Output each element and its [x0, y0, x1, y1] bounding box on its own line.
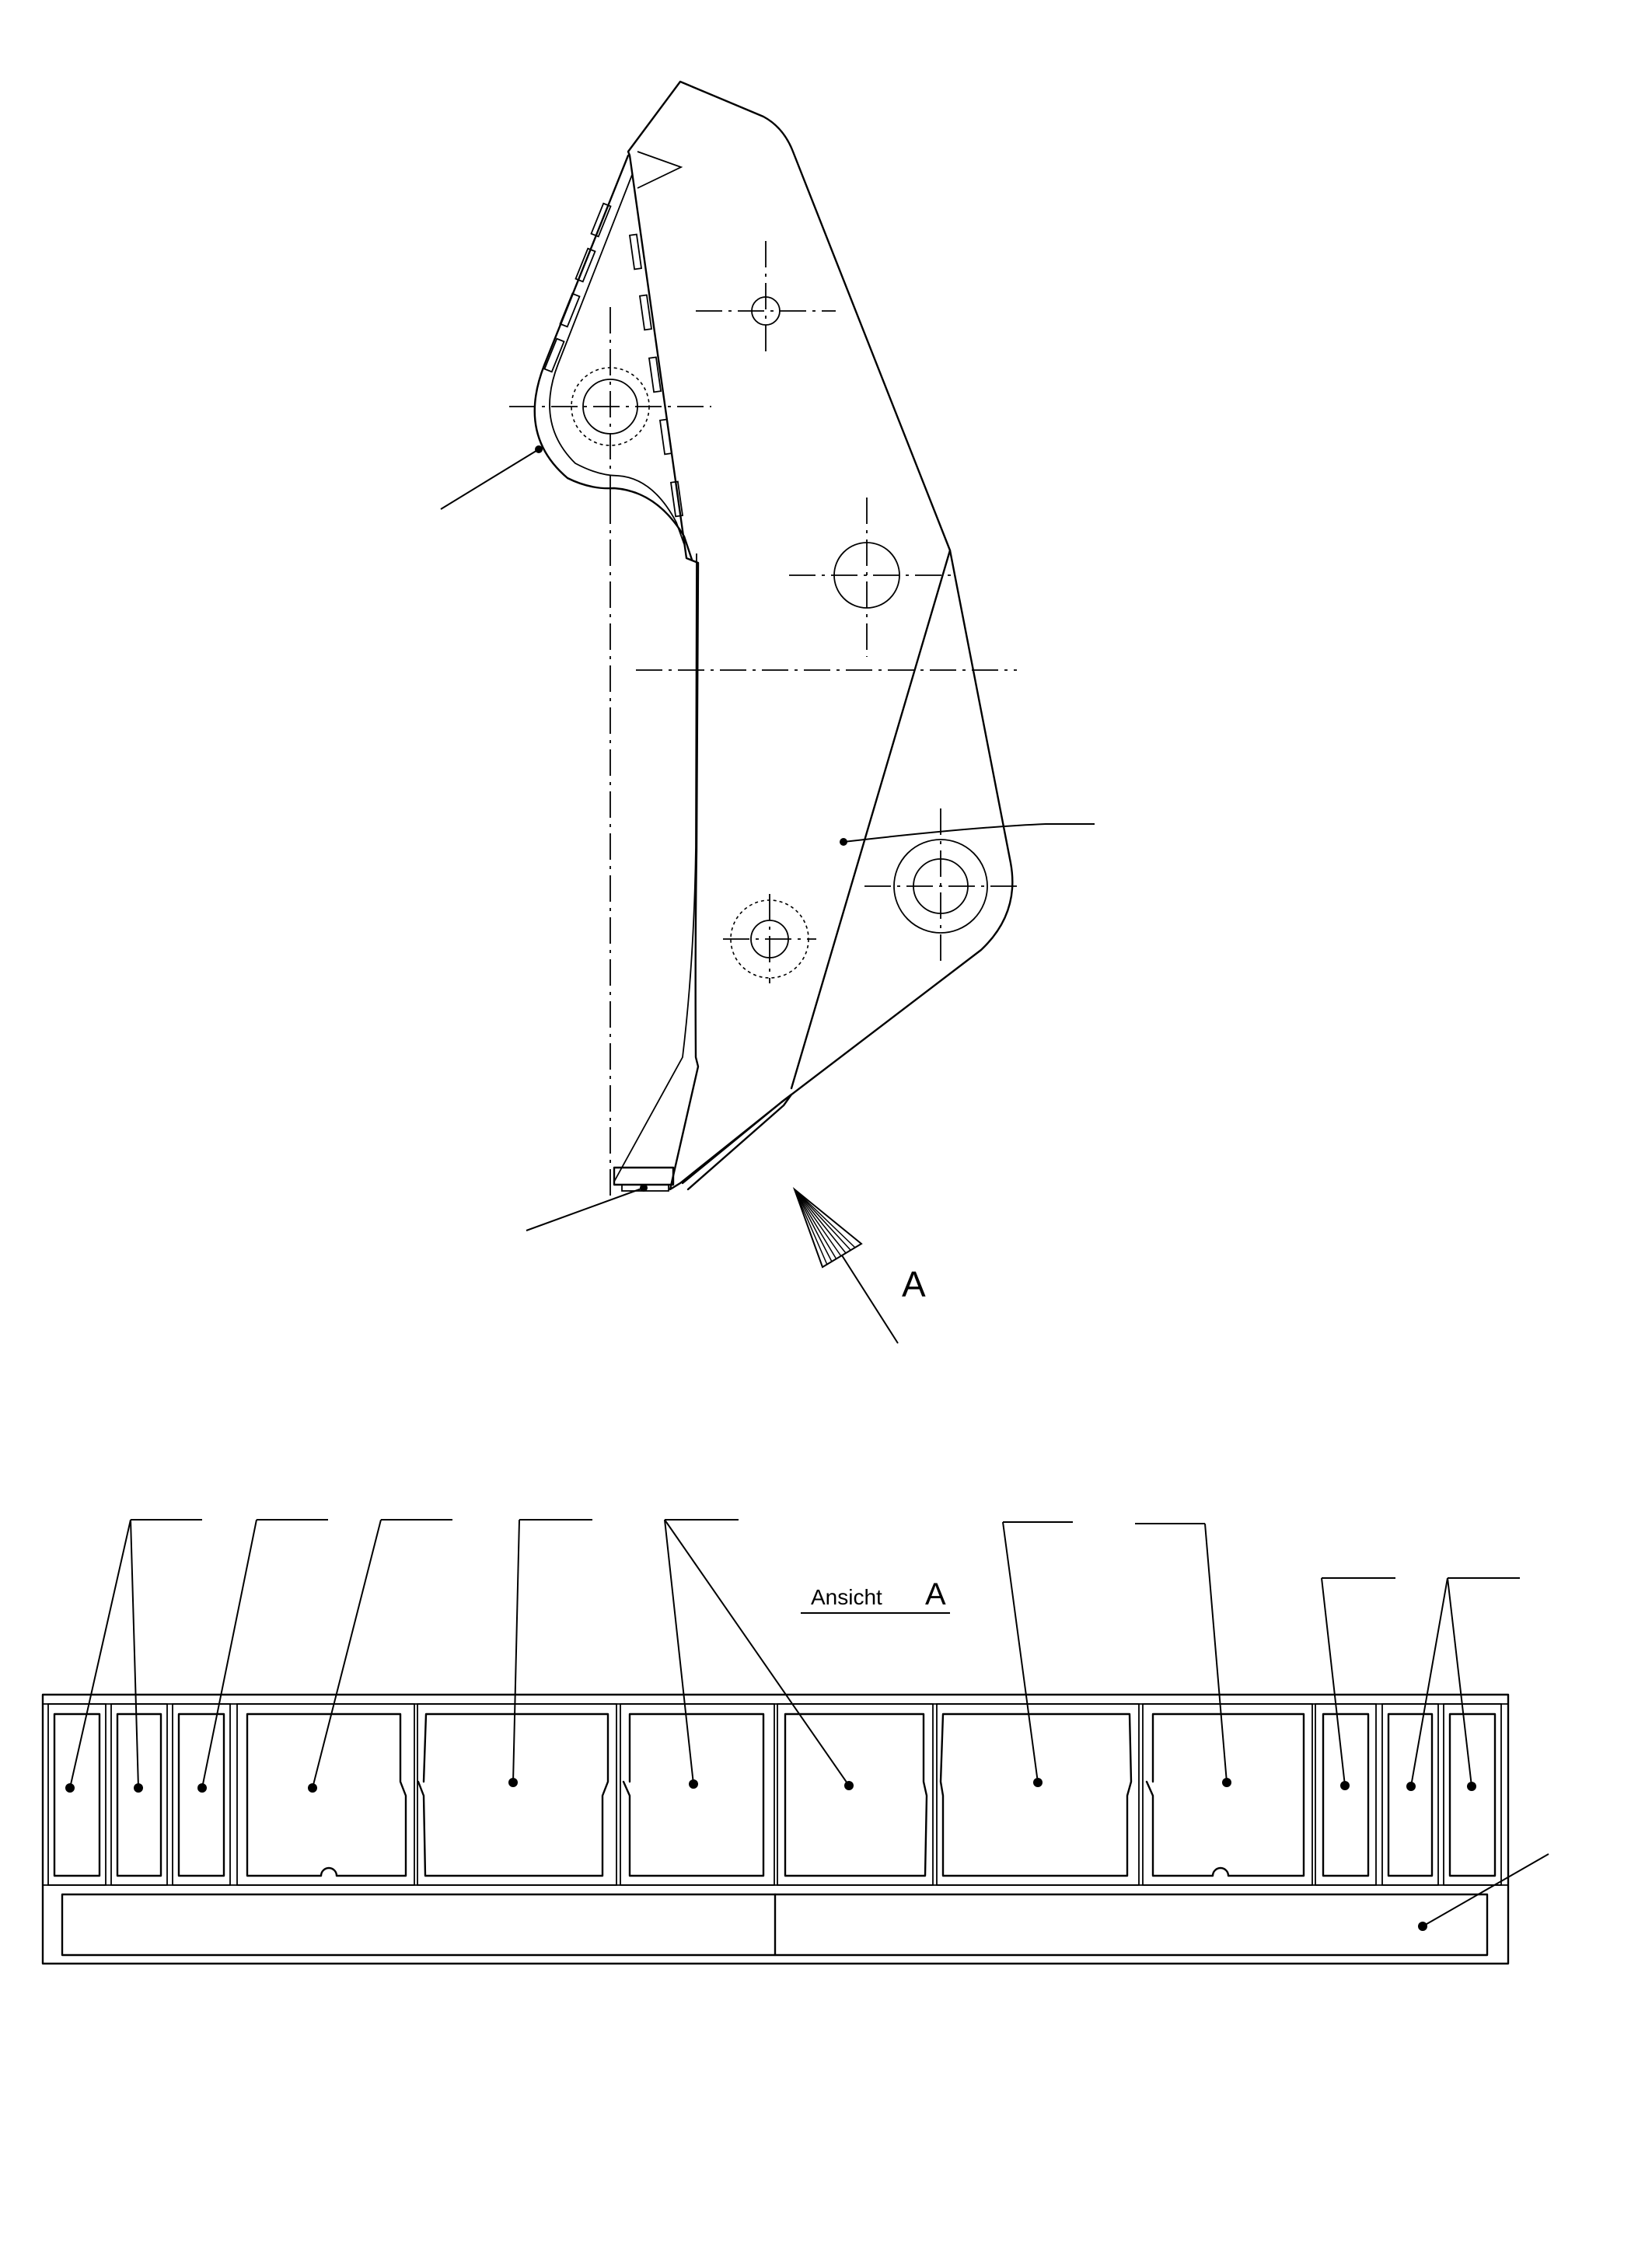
- view-a-leaders: [65, 1519, 1549, 1931]
- pockets: [47, 1703, 1502, 1886]
- hole-top: [696, 241, 836, 358]
- view-arrow-a: A: [792, 1186, 926, 1344]
- hole-boss: [864, 808, 1018, 964]
- side-leaders: [440, 445, 1095, 1231]
- hole-lower: [723, 894, 816, 983]
- side-view-outline: [627, 80, 1014, 1191]
- front-plate-inner-edge: [613, 553, 697, 1182]
- side-view: A: [440, 80, 1095, 1344]
- view-a-frame: [41, 1693, 1510, 1965]
- arrow-letter-a: A: [902, 1264, 926, 1304]
- web-diagonal: [790, 549, 952, 1090]
- nose-outer: [533, 154, 693, 561]
- hole-nose: [509, 307, 711, 498]
- ansicht-letter: A: [925, 1577, 946, 1611]
- inner-teeth: [628, 233, 684, 518]
- hole-middle: [789, 498, 952, 657]
- nose-inner: [549, 174, 685, 545]
- top-tab: [637, 151, 683, 189]
- nose-teeth: [543, 202, 612, 373]
- view-a: Ansicht A: [41, 1519, 1549, 1965]
- bottom-plate: [681, 1093, 793, 1191]
- ansicht-label: Ansicht: [811, 1585, 882, 1609]
